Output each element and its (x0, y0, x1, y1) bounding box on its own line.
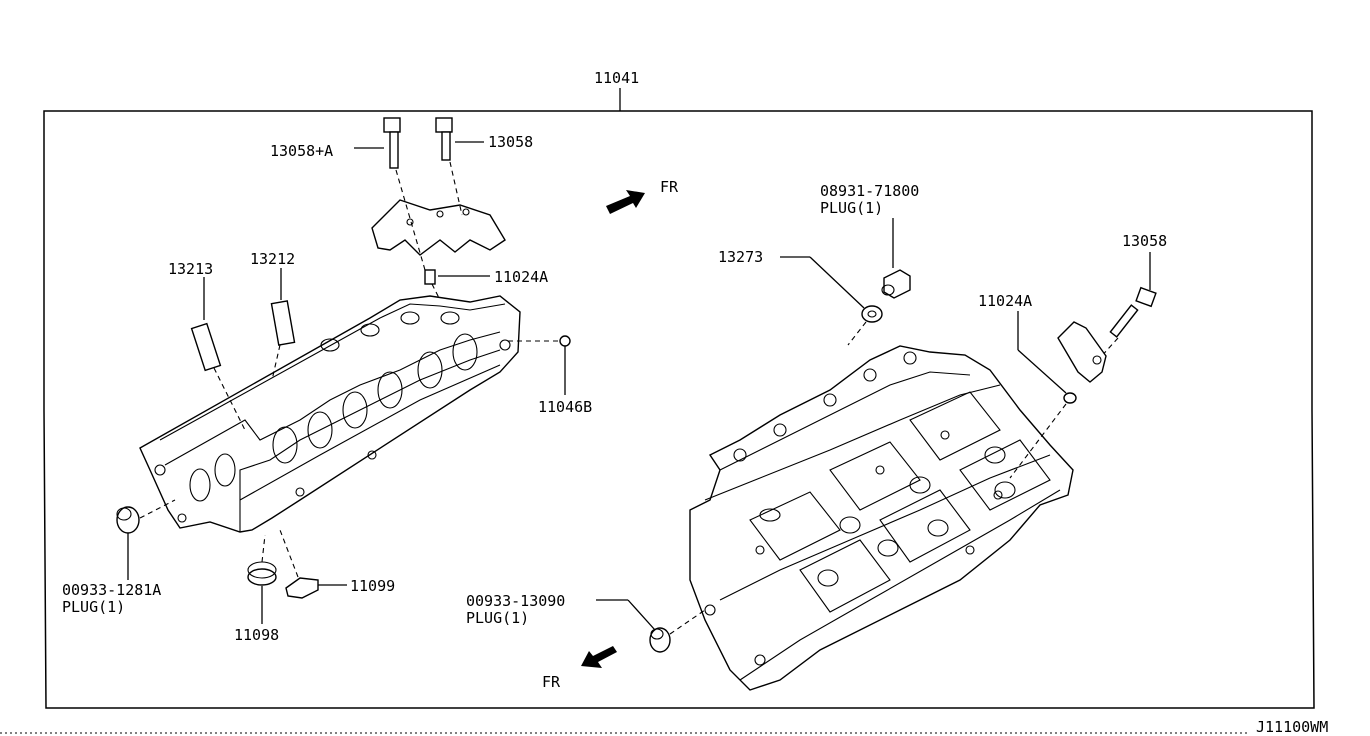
plug-00933-1281a (116, 499, 176, 580)
plug-00933-13090 (596, 599, 706, 653)
label-11024a-left: 11024A (494, 268, 548, 286)
fr-label-bottom: FR (542, 673, 561, 691)
cam-bracket (371, 199, 506, 256)
label-plug-left: PLUG(1) (62, 598, 125, 616)
label-13212: 13212 (250, 250, 295, 268)
label-plug-top: PLUG(1) (820, 199, 883, 217)
label-00933-13090: 00933-13090 (466, 592, 565, 610)
drawing-code-label: J11100WM (1256, 718, 1328, 736)
dowel-11024a-left (424, 269, 441, 301)
pin-13212 (270, 268, 296, 381)
fr-arrow-icon-bottom (581, 646, 617, 668)
right-head-chambers (704, 351, 1051, 666)
bolt-13058-right (1097, 252, 1157, 361)
label-11099: 11099 (350, 577, 395, 595)
label-11046b: 11046B (538, 398, 592, 416)
bolt-13058-a (383, 117, 426, 271)
plug-08931-71800 (881, 218, 911, 299)
seal-11099 (279, 529, 347, 599)
label-13213: 13213 (168, 260, 213, 278)
label-00933-1281a: 00933-1281A (62, 581, 161, 599)
label-13058-right: 13058 (1122, 232, 1167, 250)
label-11098: 11098 (234, 626, 279, 644)
left-head-ports (154, 311, 511, 523)
label-13273: 13273 (718, 248, 763, 266)
label-13058-left: 13058 (488, 133, 533, 151)
bolt-13058-left (435, 117, 463, 216)
right-cylinder-head (689, 345, 1074, 691)
assembly-number-label: 11041 (594, 69, 639, 87)
label-13058-a: 13058+A (270, 142, 333, 160)
assembly-frame (43, 88, 1315, 709)
seal-11098 (247, 534, 277, 624)
fr-label-top: FR (660, 178, 679, 196)
washer-13273 (780, 256, 883, 346)
pin-13213 (190, 277, 246, 431)
label-08931-71800: 08931-71800 (820, 182, 919, 200)
dowel-11024a-right (1009, 311, 1107, 479)
label-plug-bottom: PLUG(1) (466, 609, 529, 627)
left-cylinder-head (139, 295, 521, 533)
fr-arrow-icon-top (606, 190, 645, 214)
plug-11046b (508, 335, 571, 395)
label-11024a-right: 11024A (978, 292, 1032, 310)
